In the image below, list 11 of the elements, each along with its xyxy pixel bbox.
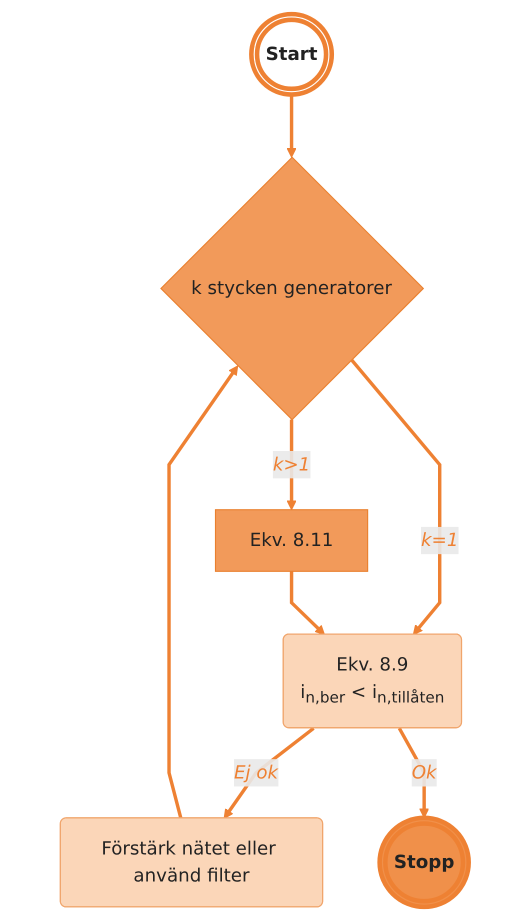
node-circle: Start: [249, 12, 334, 97]
node-box: Ekv. 8.11: [214, 509, 368, 572]
arrow: [350, 358, 442, 636]
arrow: [286, 94, 297, 158]
node-circle: Stopp: [377, 816, 471, 910]
edge-label: k>1: [272, 453, 310, 475]
arrow: [224, 726, 315, 819]
arrow: [167, 365, 238, 819]
node-diamond: k stycken generatorer: [160, 156, 424, 420]
arrow: [290, 571, 325, 636]
edge-label: k=1: [420, 529, 458, 551]
